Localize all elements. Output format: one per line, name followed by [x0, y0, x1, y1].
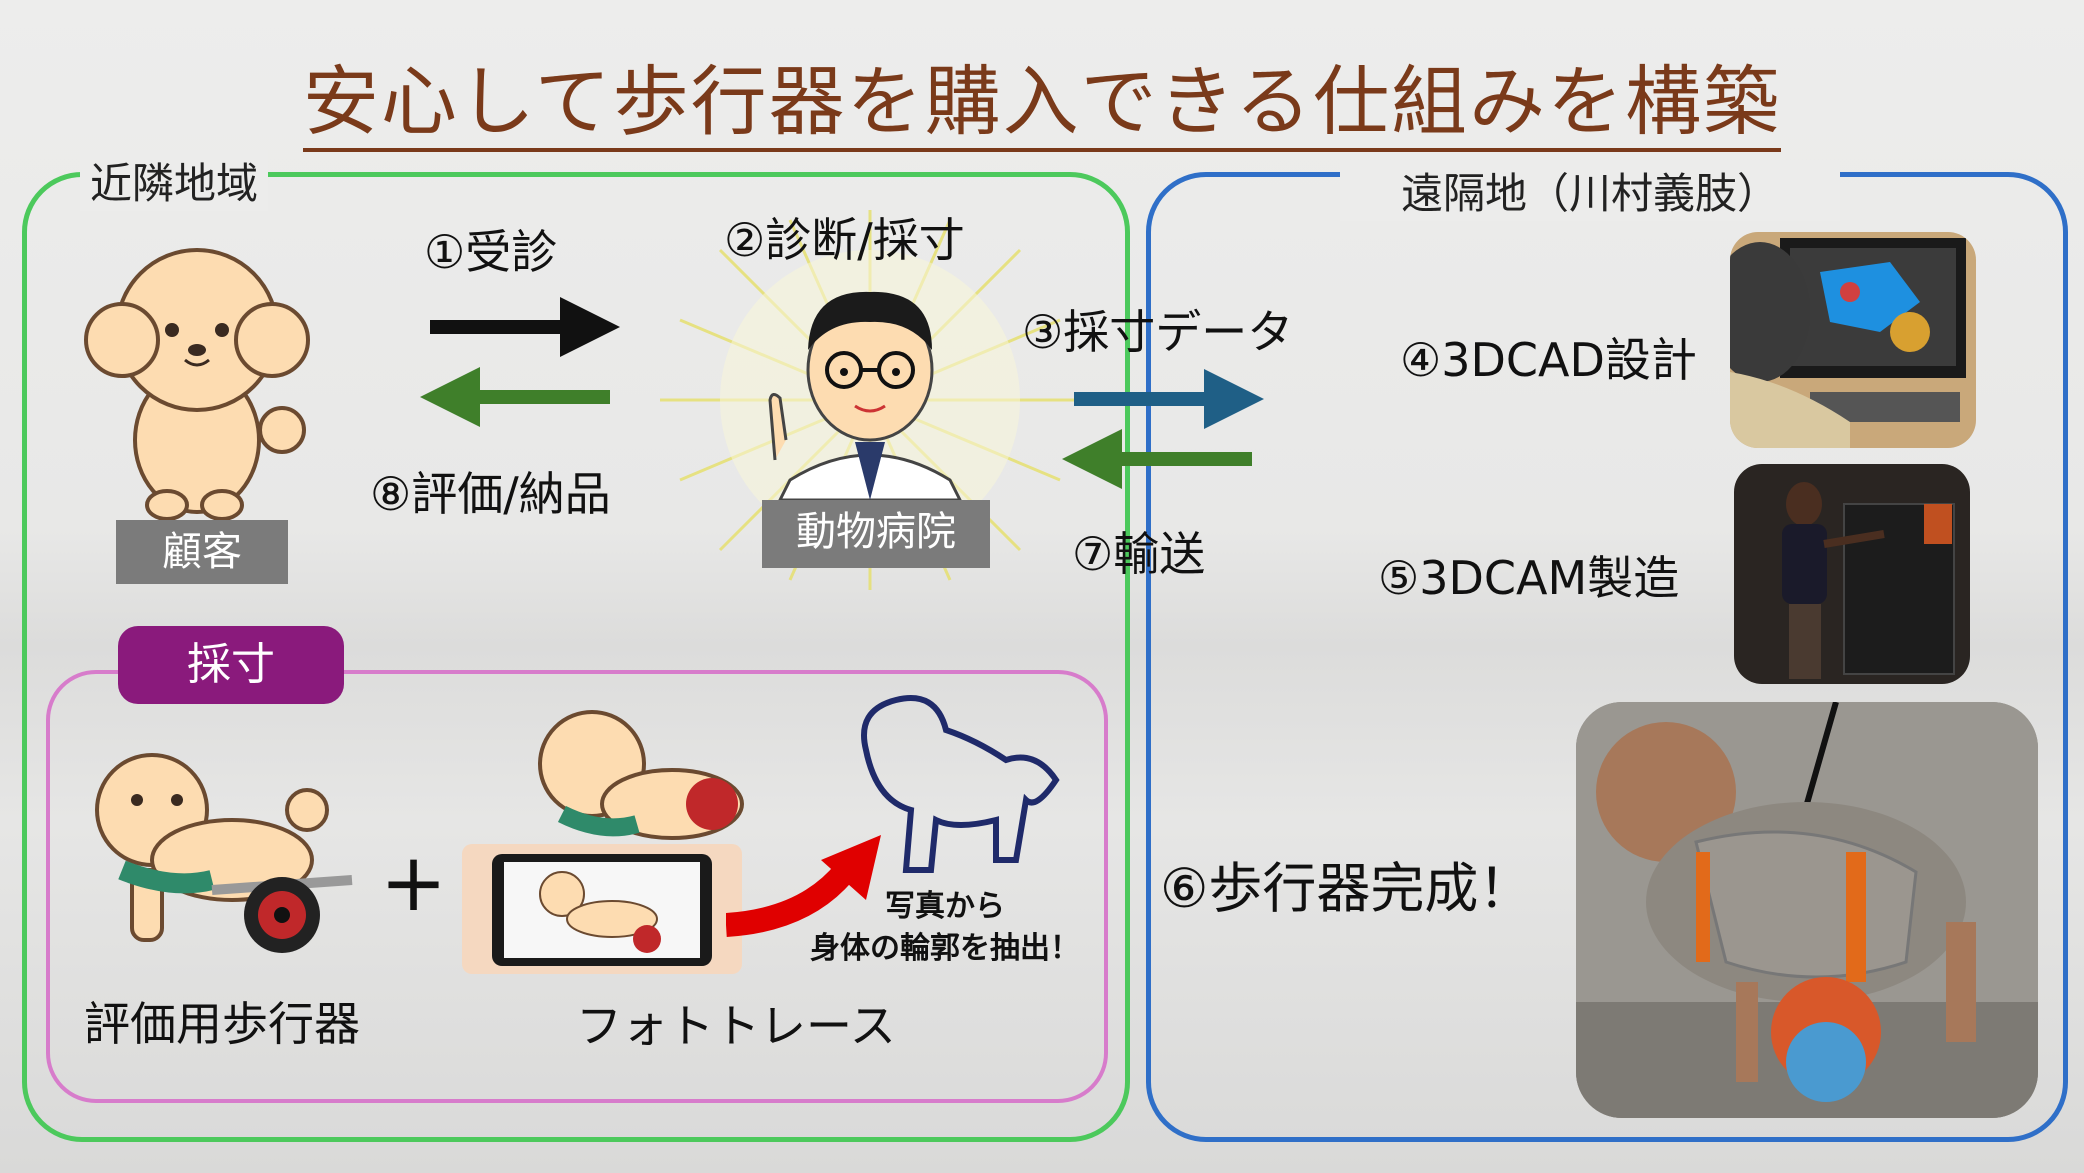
3d-printer-photo	[1734, 464, 1970, 684]
step-7-label: ⑦輸送	[1072, 527, 1206, 581]
extract-caption: 写真から 身体の輪郭を抽出！	[810, 889, 1080, 966]
step-2-label: ②診断/採寸	[724, 213, 965, 267]
step-6-label: ⑥歩行器完成！	[1160, 857, 1533, 920]
phototrace-icon	[462, 694, 762, 974]
remote-region-label: 遠隔地（川村義肢）	[1340, 160, 1840, 221]
arrow-transport	[1062, 424, 1252, 494]
step-3-label: ③採寸データ	[1022, 305, 1294, 359]
arrow-data	[1074, 364, 1264, 434]
step-8-label: ⑧評価/納品	[370, 467, 611, 521]
nearby-region-box	[22, 172, 1130, 1142]
measure-region-box	[46, 670, 1108, 1103]
step-5-label: ⑤3DCAM製造	[1378, 551, 1680, 605]
step-1-label: ①受診	[424, 225, 558, 279]
cad-workstation-photo	[1730, 232, 1976, 448]
plus-sign: +	[380, 836, 448, 929]
hospital-badge: 動物病院	[762, 500, 990, 568]
customer-badge: 顧客	[116, 520, 288, 584]
eval-walker-label: 評価用歩行器	[84, 997, 360, 1051]
arrow-visit	[430, 292, 620, 362]
step-4-label: ④3DCAD設計	[1400, 333, 1697, 387]
dog-walker-photo	[1576, 702, 2038, 1118]
phototrace-label: フォトトレース	[576, 999, 896, 1053]
outline-icon	[836, 690, 1076, 890]
red-curve-arrow	[726, 830, 896, 940]
dog-icon	[82, 240, 312, 520]
nearby-region-label: 近隣地域	[80, 150, 269, 211]
doctor-icon	[660, 210, 1080, 590]
arrow-deliver	[420, 362, 610, 432]
page-title: 安心して歩行器を購入できる仕組みを構築	[0, 40, 2084, 152]
eval-walker-icon	[92, 740, 372, 960]
measure-badge: 採寸	[118, 626, 344, 704]
